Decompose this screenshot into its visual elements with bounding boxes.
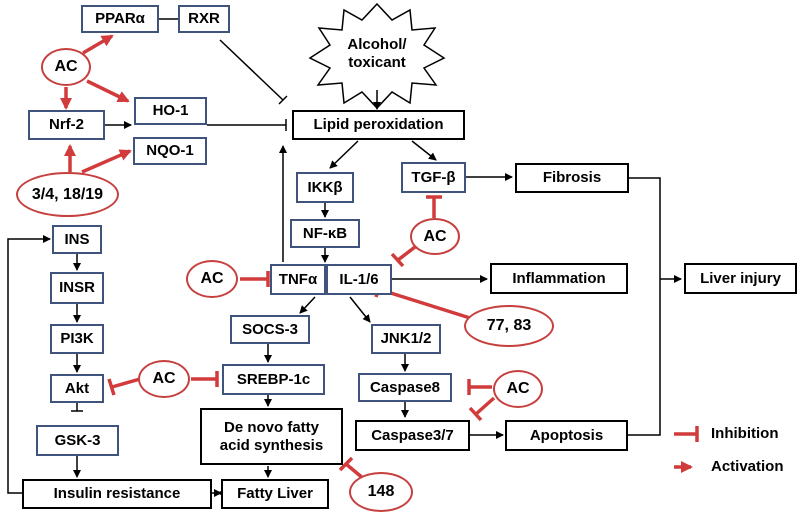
legend-activation-label: Activation [711, 458, 784, 475]
node-apoptosis: Apoptosis [505, 420, 628, 451]
node-caspase37: Caspase3/7 [355, 420, 470, 451]
node-ins: INS [52, 225, 102, 254]
toxicant-line: toxicant [348, 54, 406, 71]
node-alcohol-toxicant: Alcohol/ toxicant [330, 36, 424, 72]
compounds-inhibit-il16 [377, 287, 471, 320]
node-jnk12: JNK1/2 [371, 324, 441, 354]
node-nqo1: NQO-1 [133, 137, 207, 165]
il16-to-jnk12 [349, 296, 371, 323]
black-inhibitions [71, 39, 288, 412]
node-rxr: RXR [178, 5, 230, 33]
ac-inhibits-il16 [396, 245, 417, 262]
de-novo-line: De novo fatty [223, 419, 319, 437]
node-nfkb: NF-κB [290, 219, 360, 248]
node-caspase8: Caspase8 [358, 373, 452, 402]
node-ikkb: IKKβ [296, 172, 354, 203]
compounds-activate-nqo1 [81, 149, 132, 174]
insulin-resistance-feedback-to-ins [7, 235, 51, 494]
black-connectors [159, 18, 661, 436]
legend-inhibition-label: Inhibition [711, 425, 779, 442]
rxr-inhibits-lipid-peroxidation [219, 39, 284, 101]
node-insr: INSR [50, 272, 104, 304]
ac-activates-ppara [82, 34, 114, 55]
node-inflammation: Inflammation [490, 263, 628, 294]
node-fatty-liver: Fatty Liver [221, 479, 329, 509]
compounds-oval-77-83: 77, 83 [464, 305, 554, 347]
apoptosis-to-liver-injury [628, 279, 661, 436]
node-ppara: PPARα [81, 5, 159, 33]
compounds-oval-3-4-18-19: 3/4, 18/19 [16, 172, 119, 217]
alcohol-line: Alcohol/ [347, 36, 407, 53]
ac-oval-tnfa: AC [186, 260, 238, 298]
compound-oval-148: 148 [349, 472, 413, 512]
node-akt: Akt [50, 374, 104, 403]
red-activations [60, 34, 132, 174]
lipid-to-tgfb [411, 140, 437, 161]
ac-oval-caspase: AC [493, 370, 543, 408]
node-de-novo-fatty-acid-synthesis: De novo fatty acid synthesis [200, 408, 343, 465]
node-lipid-peroxidation: Lipid peroxidation [292, 110, 465, 140]
ac-inhibits-akt [111, 377, 141, 389]
fatty-acid-synthesis-line: acid synthesis [219, 436, 324, 454]
node-gsk3: GSK-3 [36, 425, 119, 456]
node-tgfb: TGF-β [401, 162, 466, 193]
il16-to-socs3 [299, 296, 316, 314]
ac-oval-il16: AC [410, 218, 460, 255]
ac-activates-ho1 [86, 79, 130, 103]
node-nrf2: Nrf-2 [28, 110, 105, 140]
ac-inhibits-caspase37 [474, 396, 496, 416]
ac-oval-akt-srebp: AC [138, 360, 190, 398]
node-pi3k: PI3K [50, 324, 104, 354]
fibrosis-to-liver-injury [629, 177, 661, 279]
node-insulin-resistance: Insulin resistance [22, 479, 212, 509]
red-inhibitions [107, 195, 699, 481]
node-socs3: SOCS-3 [230, 315, 310, 344]
node-liver-injury: Liver injury [684, 263, 797, 294]
node-tnfa: TNFα [270, 264, 326, 295]
lipid-to-ikkb [329, 140, 359, 169]
node-fibrosis: Fibrosis [515, 163, 629, 193]
node-il16: IL-1/6 [326, 264, 392, 295]
node-ho1: HO-1 [134, 97, 207, 125]
ac-oval-top: AC [41, 48, 91, 86]
node-srebp1c: SREBP-1c [222, 364, 325, 395]
black-arrows [7, 90, 682, 497]
